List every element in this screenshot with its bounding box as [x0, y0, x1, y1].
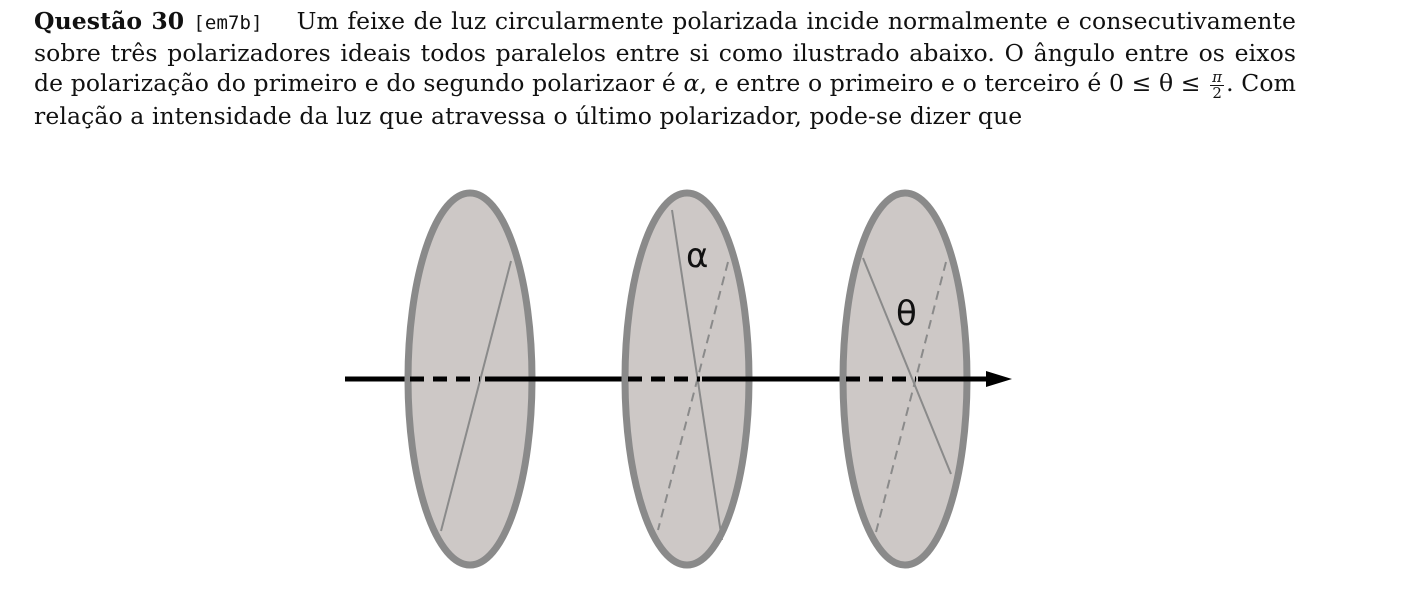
polarizer-2-reference-axis	[657, 261, 729, 531]
question-text-part3: . Com relação a intensidade da luz que a…	[34, 69, 1297, 130]
polarizer-2: α	[621, 189, 753, 569]
theta-inequality: 0 ≤ θ ≤	[1108, 69, 1209, 97]
polarizer-3: θ	[839, 189, 971, 569]
question-label: Questão 30 [em7b]	[34, 7, 263, 35]
beam-arrowhead	[986, 371, 1012, 387]
alpha-label: α	[686, 236, 708, 276]
alpha-symbol: α	[683, 69, 700, 97]
polarizer-2-axis	[671, 209, 723, 541]
polarizer-3-axis	[862, 257, 952, 475]
question-text: Questão 30 [em7b]Um feixe de luz circula…	[34, 6, 1296, 131]
question-text-part1: Um feixe de luz circularmente polarizada…	[34, 7, 1296, 97]
question-code: [em7b]	[193, 12, 263, 34]
question-text-part2: , e entre o primeiro e o terceiro é	[699, 69, 1109, 97]
polarizer-3-reference-axis	[875, 261, 947, 533]
polarizer-1-axis	[440, 260, 512, 532]
theta-label: θ	[896, 294, 917, 334]
